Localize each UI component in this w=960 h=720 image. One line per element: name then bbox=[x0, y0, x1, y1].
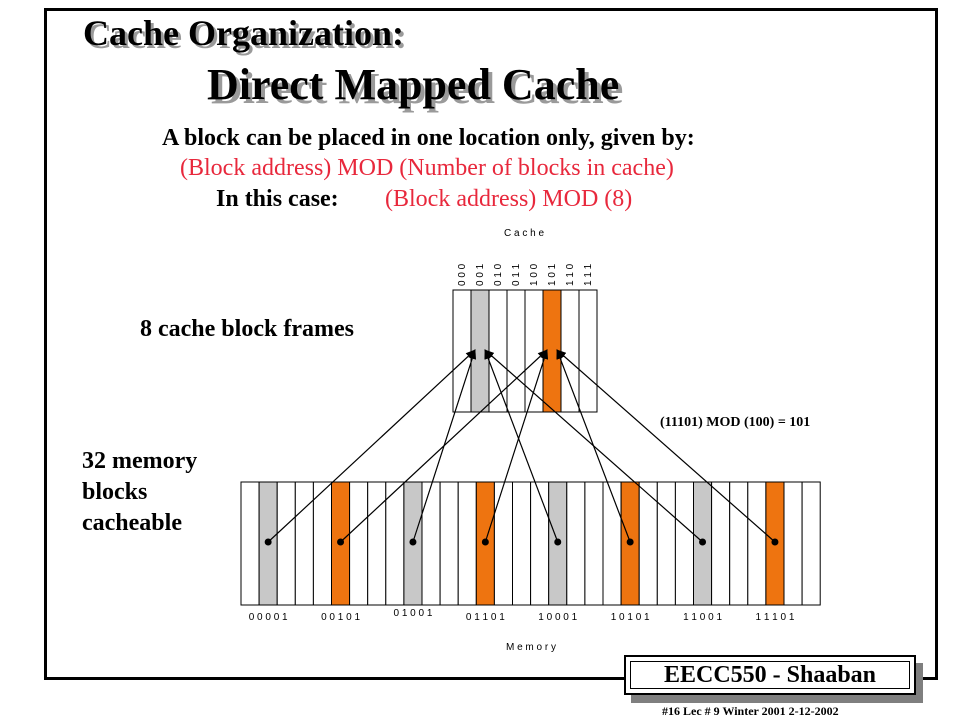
memory-block-8 bbox=[385, 481, 405, 606]
memory-block-3 bbox=[294, 481, 314, 606]
cache-index-label-0: 0 0 0 bbox=[457, 263, 468, 286]
memory-block-28 bbox=[747, 481, 767, 606]
memory-dot-3 bbox=[481, 538, 489, 546]
mapping-arrow-4 bbox=[484, 349, 559, 543]
slide-footer: #16 Lec # 9 Winter 2001 2-12-2002 bbox=[662, 704, 839, 718]
course-badge: EECC550 - Shaaban bbox=[624, 655, 916, 695]
case-formula: (Block address) MOD (8) bbox=[385, 186, 633, 212]
memory-dot-2 bbox=[409, 538, 417, 546]
mapping-arrow-0 bbox=[267, 349, 476, 543]
mapping-arrow-6 bbox=[484, 349, 703, 543]
mapping-arrow-7 bbox=[556, 349, 776, 543]
title-line1-shadow: Cache Organization: bbox=[86, 16, 407, 56]
cache-index-label-3: 0 1 1 bbox=[511, 263, 522, 286]
memory-block-30 bbox=[783, 481, 803, 606]
memory-dot-6 bbox=[699, 538, 707, 546]
memory-block-4 bbox=[312, 481, 332, 606]
cache-blocks: 0 0 0 0 0 1 0 1 0 0 1 1 1 0 0 1 0 1 1 1 0 1 1 1 bbox=[452, 263, 598, 413]
memory-block-14 bbox=[493, 481, 513, 606]
memory-address-label-5: 1 0 1 0 1 bbox=[611, 612, 650, 623]
memory-caption: M e m o r y bbox=[506, 642, 556, 653]
rule-text: A block can be placed in one location on… bbox=[162, 125, 695, 151]
memory-dot-5 bbox=[626, 538, 634, 546]
cache-frame-0 bbox=[452, 289, 472, 413]
badge-inner-border bbox=[630, 661, 910, 689]
cache-index-label-5: 1 0 1 bbox=[547, 263, 558, 286]
rule-formula: (Block address) MOD (Number of blocks in… bbox=[180, 155, 674, 181]
memory-block-6 bbox=[349, 481, 369, 606]
cache-index-label-6: 1 1 0 bbox=[565, 263, 576, 286]
memory-address-label-0: 0 0 0 0 1 bbox=[249, 612, 288, 623]
mapping-arrows bbox=[264, 349, 779, 546]
memory-dot-1 bbox=[337, 538, 345, 546]
memory-block-7 bbox=[367, 481, 387, 606]
memory-address-label-4: 1 0 0 0 1 bbox=[538, 612, 577, 623]
memory-block-16 bbox=[530, 481, 550, 606]
slide-frame bbox=[44, 8, 938, 680]
memory-block-12 bbox=[457, 481, 477, 606]
memory-dot-0 bbox=[264, 538, 272, 546]
memory-address-label-2: 0 1 0 0 1 bbox=[393, 608, 432, 619]
memory-address-label-3: 0 1 1 0 1 bbox=[466, 612, 505, 623]
memory-block-2 bbox=[276, 481, 296, 606]
cache-frame-3 bbox=[506, 289, 526, 413]
mapping-arrow-3 bbox=[484, 349, 549, 543]
memory-block-0 bbox=[240, 481, 260, 606]
memory-blocks-label: 32 memory blocks cacheable bbox=[82, 448, 198, 536]
memory-address-label-6: 1 1 0 0 1 bbox=[683, 612, 722, 623]
title-line2-shadow: Direct Mapped Cache bbox=[211, 64, 624, 113]
memory-block-11 bbox=[439, 481, 459, 606]
memory-blocks: 0 0 0 0 1 0 0 1 0 1 0 1 0 0 1 0 1 1 0 1 1 0 … bbox=[240, 481, 821, 623]
memory-dot-7 bbox=[771, 538, 779, 546]
memory-block-23 bbox=[656, 481, 676, 606]
memory-block-19 bbox=[584, 481, 604, 606]
mod-example: (11101) MOD (100) = 101 bbox=[660, 415, 811, 430]
cache-frame-6 bbox=[560, 289, 580, 413]
memory-block-15 bbox=[512, 481, 532, 606]
memory-block-27 bbox=[729, 481, 749, 606]
cache-index-label-1: 0 0 1 bbox=[475, 263, 486, 286]
mapping-arrow-2 bbox=[412, 349, 477, 543]
cache-index-label-2: 0 1 0 bbox=[493, 263, 504, 286]
cache-frame-7 bbox=[578, 289, 598, 413]
memory-dot-4 bbox=[554, 538, 562, 546]
memory-address-label-7: 1 1 1 0 1 bbox=[755, 612, 794, 623]
cache-frame-2 bbox=[488, 289, 508, 413]
memory-block-10 bbox=[421, 481, 441, 606]
memory-block-18 bbox=[566, 481, 586, 606]
cache-index-label-4: 1 0 0 bbox=[529, 263, 540, 286]
memory-block-20 bbox=[602, 481, 622, 606]
badge-text: EECC550 - Shaaban bbox=[663, 661, 877, 688]
memory-block-31 bbox=[801, 481, 821, 606]
case-label: In this case: bbox=[216, 186, 339, 212]
cache-caption: C a c h e bbox=[504, 228, 544, 239]
memory-block-24 bbox=[674, 481, 695, 606]
title-line1: Cache Organization: bbox=[83, 13, 404, 53]
memory-address-label-1: 0 0 1 0 1 bbox=[321, 612, 360, 623]
cache-frames-label: 8 cache block frames bbox=[140, 316, 354, 342]
title-line2: Direct Mapped Cache bbox=[207, 60, 620, 109]
cache-index-label-7: 1 1 1 bbox=[583, 263, 594, 286]
